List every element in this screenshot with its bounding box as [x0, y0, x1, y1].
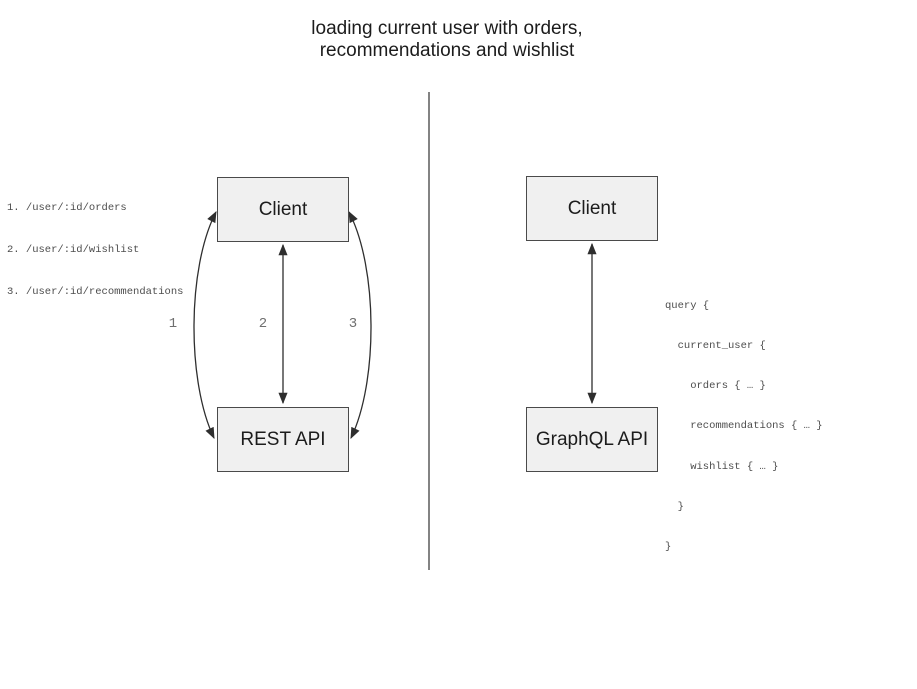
query-line: orders { … } — [665, 380, 766, 393]
rest-endpoint-wishlist: 2. /user/:id/wishlist — [7, 244, 140, 256]
graphql-client-box: Client — [526, 176, 658, 241]
diagram-title: loading current user with orders, recomm… — [311, 18, 583, 61]
rest-arrow-2-label: 2 — [258, 316, 268, 332]
rest-client-box: Client — [217, 177, 349, 242]
graphql-api-box: GraphQL API — [526, 407, 658, 472]
rest-api-box: REST API — [217, 407, 349, 472]
rest-endpoint-list: 1. /user/:id/orders 2. /user/:id/wishlis… — [7, 173, 183, 327]
rest-endpoint-orders: 1. /user/:id/orders — [7, 202, 127, 214]
rest-arrow-3-label: 3 — [348, 316, 358, 332]
query-line: current_user { — [665, 340, 766, 353]
rest-arrow-3-curve — [348, 210, 372, 440]
query-line: wishlist { … } — [665, 460, 779, 473]
rest-arrow-1-label: 1 — [168, 316, 178, 332]
query-line: recommendations { … } — [665, 420, 823, 433]
query-line: } — [665, 541, 672, 554]
query-line: } — [665, 500, 684, 513]
graphql-query-snippet: query { current_user { orders { … } reco… — [665, 273, 823, 581]
rest-arrow-1-curve — [193, 210, 217, 440]
rest-endpoint-recommendations: 3. /user/:id/recommendations — [7, 286, 184, 298]
query-line: query { — [665, 299, 710, 312]
